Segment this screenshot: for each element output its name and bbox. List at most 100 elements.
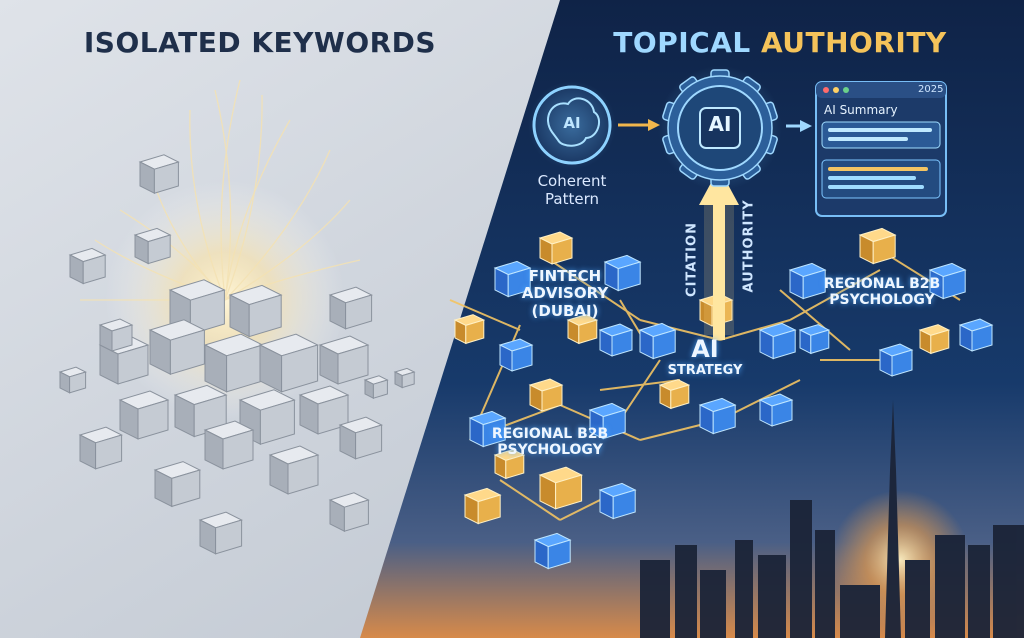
grey-keyword-cube [203, 333, 264, 393]
brain-caption-line2: Pattern [545, 190, 599, 208]
fintech-cluster-label: FINTECH ADVISORY (DUBAI) [510, 267, 620, 320]
city-skyline [640, 400, 1024, 638]
burst-ray [214, 89, 232, 301]
grey-keyword-cube [318, 335, 370, 385]
regional-top-line1: REGIONAL B2B [823, 276, 941, 292]
grey-keyword-cube [153, 461, 202, 508]
grey-keyword-cube [228, 284, 283, 338]
gear-chip-label: AI [708, 112, 732, 136]
grey-keyword-cube [298, 385, 350, 435]
citation-arrow [699, 168, 739, 340]
citation-label: CITATION [684, 222, 700, 297]
regional-top-cluster-label: REGIONAL B2B PSYCHOLOGY [812, 276, 952, 308]
ai-summary-window [815, 81, 947, 217]
network-link [619, 359, 661, 421]
grey-keyword-cube [133, 227, 172, 265]
network-link [779, 289, 851, 351]
left-title: ISOLATED KEYWORDS [83, 26, 437, 59]
blue-topic-node [878, 343, 914, 377]
right-title-part1: TOPICAL [613, 26, 751, 59]
gold-topic-node [493, 449, 526, 480]
gold-topic-node [918, 324, 951, 355]
grey-keyword-cube [328, 492, 370, 533]
network-link [719, 319, 791, 341]
blue-topic-node [588, 402, 627, 440]
summary-heading: AI Summary [824, 103, 898, 117]
burst-ray [224, 149, 331, 301]
blue-topic-node [798, 324, 831, 355]
blue-topic-node [533, 532, 572, 570]
grey-keyword-cube [198, 511, 243, 555]
isolated-keyword-cubes [58, 154, 416, 555]
burst-ray [189, 109, 226, 301]
fintech-line3: (DUBAI) [531, 301, 599, 320]
grey-keyword-cube [68, 247, 107, 285]
gold-topic-node [858, 227, 897, 265]
burst-ray [224, 94, 263, 301]
blue-topic-node [958, 318, 994, 352]
right-title: TOPICAL AUTHORITY [560, 26, 1000, 59]
summary-year: 2025 [918, 84, 944, 95]
output-arrow [786, 120, 812, 132]
gold-topic-node [538, 231, 574, 265]
blue-topic-node [788, 262, 827, 300]
blue-topic-node [758, 322, 797, 360]
gold-topic-node [463, 487, 502, 525]
blue-topic-node [603, 254, 642, 292]
brain-icon [528, 81, 616, 169]
regional-bottom-line1: REGIONAL B2B [491, 426, 609, 442]
blue-topic-node [468, 410, 507, 448]
grey-keyword-cube [268, 445, 320, 495]
grey-keyword-cube [258, 333, 319, 393]
grey-keyword-cube [393, 367, 416, 389]
grey-keyword-cube [148, 319, 206, 376]
ai-strategy-line2: STRATEGY [667, 362, 743, 378]
gold-topic-node [528, 378, 564, 412]
regional-top-line2: PSYCHOLOGY [829, 292, 935, 309]
fintech-line2: ADVISORY [521, 284, 609, 303]
brain-caption: Coherent Pattern [522, 172, 622, 208]
grey-keyword-cube [98, 318, 134, 352]
blue-topic-node [598, 482, 637, 520]
right-title-part2: AUTHORITY [760, 26, 947, 59]
grey-keyword-cube [328, 286, 373, 330]
blue-topic-node [493, 260, 532, 298]
blue-topic-node [638, 322, 677, 360]
brain-chip-label: AI [563, 114, 581, 132]
grey-keyword-cube [363, 375, 389, 400]
gold-topic-node [538, 466, 583, 510]
gold-topic-node [453, 314, 486, 345]
brain-caption-line1: Coherent [537, 172, 607, 190]
grey-keyword-cube [78, 426, 123, 470]
network-link [599, 379, 681, 391]
blue-topic-node [498, 338, 534, 372]
blue-topic-node [698, 397, 737, 435]
grey-keyword-cube [138, 154, 180, 195]
network-link [499, 479, 561, 521]
grey-keyword-cube [118, 390, 170, 440]
network-link [639, 319, 721, 341]
burst-ray [220, 79, 241, 301]
authority-label: AUTHORITY [741, 199, 757, 293]
topic-cluster-nodes [453, 227, 994, 570]
gold-topic-node [566, 314, 599, 345]
burst-ray [224, 199, 351, 301]
burst-ray [224, 119, 291, 301]
grey-keyword-cube [58, 366, 87, 394]
ai-strategy-line1: AI [691, 335, 719, 363]
network-link [449, 299, 521, 331]
fintech-line1: FINTECH [528, 267, 602, 285]
blue-topic-node [598, 323, 634, 357]
ai-strategy-cluster-label: AI STRATEGY [660, 335, 750, 379]
ai-gear-icon [658, 66, 782, 190]
pattern-arrow [618, 119, 660, 131]
blue-topic-node [758, 393, 794, 427]
gold-topic-node [658, 379, 691, 410]
blue-topic-node [928, 262, 967, 300]
grey-keyword-cube [203, 420, 255, 470]
grey-keyword-cube [168, 279, 226, 336]
regional-bottom-line2: PSYCHOLOGY [497, 442, 603, 459]
regional-bottom-cluster-label: REGIONAL B2B PSYCHOLOGY [480, 426, 620, 458]
